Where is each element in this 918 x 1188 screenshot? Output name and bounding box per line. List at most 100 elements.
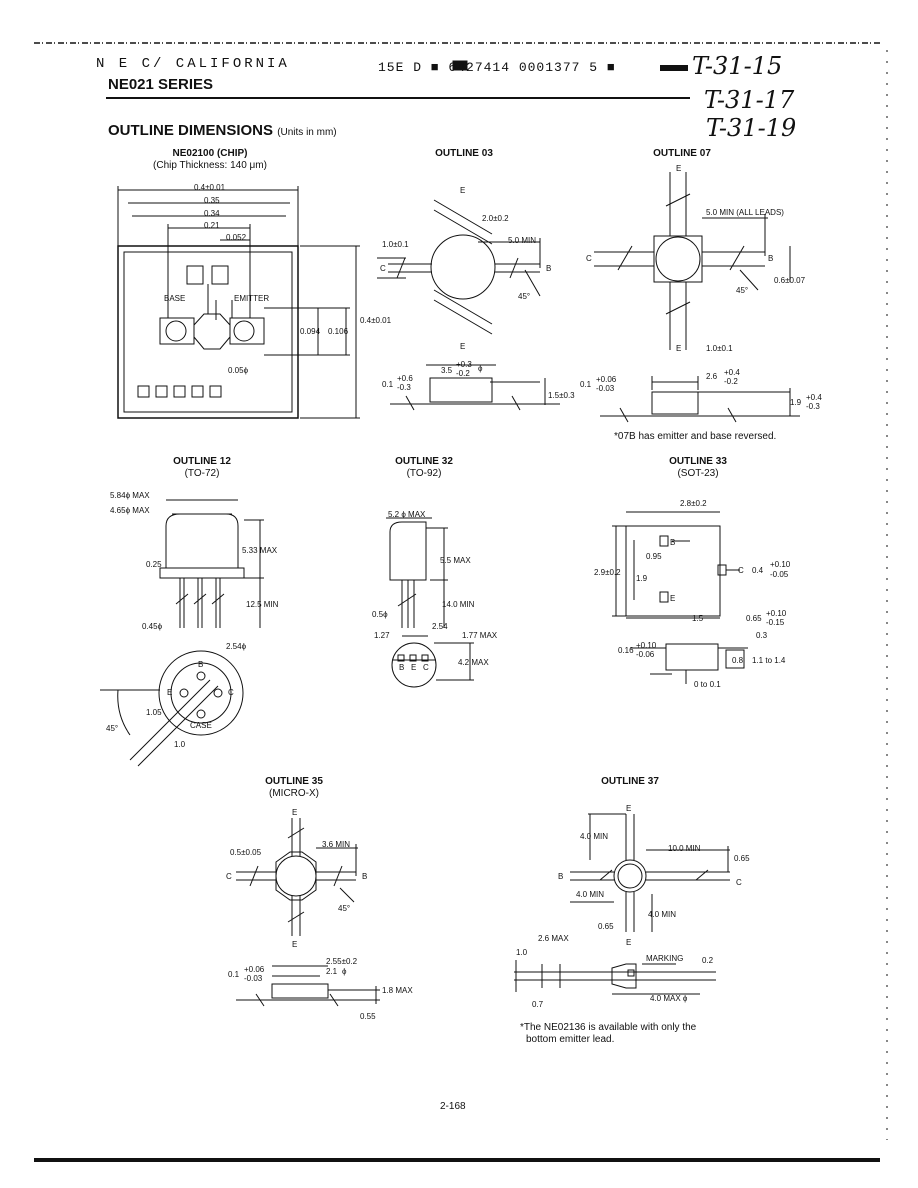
outline-12-dim: 0.45ϕ — [142, 622, 163, 631]
chip-dim: 0.094 — [300, 327, 321, 336]
outline-35-dim: 0.1 — [228, 970, 240, 979]
outline-35-lead-e: E — [292, 808, 298, 817]
outline-07-dim: +0.4 — [724, 368, 740, 377]
outline-35-dim: 2.55±0.2 — [326, 957, 358, 966]
outline-32-lead-b: B — [399, 663, 405, 672]
outline-03-dim: 45° — [518, 292, 531, 301]
outline-12-dim: 2.54ϕ — [226, 642, 247, 651]
outline-07-lead-c: C — [586, 254, 592, 263]
outline-07-dim: -0.3 — [806, 402, 820, 411]
outline-03-dim: 0.1 — [382, 380, 394, 389]
outline-07-title: OUTLINE 07 — [653, 148, 711, 159]
outline-37-lead-e: E — [626, 804, 632, 813]
outline-12-dim: 0.25 — [146, 560, 162, 569]
outline-12-dim: 4.65ϕ MAX — [110, 506, 150, 515]
outline-32-drawing — [386, 517, 474, 688]
outline-33-dim: 2.8±0.2 — [680, 499, 707, 508]
outline-37-dim: 4.0 MIN — [648, 910, 677, 919]
outline-37-title: OUTLINE 37 — [601, 776, 659, 787]
outline-03-dim: -0.3 — [397, 383, 411, 392]
outline-07-dim: 0.6±0.07 — [774, 276, 806, 285]
outline-33-lead-c: C — [738, 566, 744, 575]
outline-07-lead-b: B — [768, 254, 774, 263]
outline-07-lead-e: E — [676, 344, 682, 353]
outline-12-label-case: CASE — [190, 721, 212, 730]
outline-12-dim: 5.33 MAX — [242, 546, 278, 555]
handwritten-note-2: T-31-17 — [704, 86, 795, 114]
outline-07-dim: 1.0±0.1 — [706, 344, 733, 353]
outline-03-dim: ϕ — [478, 364, 483, 373]
outline-03-drawing — [377, 199, 560, 411]
outline-07-dim: 2.6 — [706, 372, 718, 381]
outline-37-lead-c: C — [736, 878, 742, 887]
outline-33-dim: -0.05 — [770, 570, 789, 579]
outline-37-dim: 4.0 MIN — [580, 832, 609, 841]
outline-03-dim: -0.2 — [456, 369, 470, 378]
outline-37-drawing — [514, 813, 730, 995]
outline-33-dim: -0.06 — [636, 650, 655, 659]
outline-33-dim: 1.9 — [636, 574, 648, 583]
chip-subtitle: (Chip Thickness: 140 μm) — [153, 160, 267, 171]
outline-33-dim: +0.10 — [636, 641, 657, 650]
outline-33-lead-e: E — [670, 594, 676, 603]
outline-32-lead-c: C — [423, 663, 429, 672]
outline-07-drawing — [594, 172, 800, 423]
chip-dim: 0.21 — [204, 221, 220, 230]
outline-32-dim: 0.5ϕ — [372, 610, 388, 619]
outline-33-dim: 0 to 0.1 — [694, 680, 721, 689]
section-title: OUTLINE DIMENSIONS (Units in mm) — [108, 122, 337, 139]
outline-12-dim: 1.05 — [146, 708, 162, 717]
outline-37-dim: 4.0 MIN — [576, 890, 605, 899]
outline-32-title: OUTLINE 32 — [395, 456, 453, 467]
outline-35-dim: 0.55 — [360, 1012, 376, 1021]
outline-33-dim: +0.10 — [766, 609, 787, 618]
outline-12-dim: 45° — [106, 724, 119, 733]
outline-35-lead-e: E — [292, 940, 298, 949]
outline-07-dim: 1.9 — [790, 398, 802, 407]
outline-32-dim: 1.77 MAX — [462, 631, 498, 640]
outline-35-lead-c: C — [226, 872, 232, 881]
chip-dim: 0.052 — [226, 233, 247, 242]
outline-33-subtitle: (SOT-23) — [677, 468, 719, 479]
outline-33-dim: 0.95 — [646, 552, 662, 561]
outline-33-dim: 0.4 — [752, 566, 764, 575]
outline-33-dim: -0.15 — [766, 618, 785, 627]
outline-37-note-line2: bottom emitter lead. — [526, 1034, 615, 1045]
outline-37-dim: 0.65 — [734, 854, 750, 863]
outline-37-label-marking: MARKING — [646, 954, 684, 963]
outline-33-title: OUTLINE 33 — [669, 456, 727, 467]
outline-03-dim: +0.6 — [397, 374, 413, 383]
outline-35-dim: 1.8 MAX — [382, 986, 413, 995]
chip-dim: 0.4±0.01 — [194, 183, 226, 192]
outline-03-lead-e: E — [460, 342, 466, 351]
outline-33-dim: 1.1 to 1.4 — [752, 656, 786, 665]
outline-37-dim: 0.65 — [598, 922, 614, 931]
handwritten-note-1: T-31-15 — [692, 52, 783, 80]
outline-33-dim: 0.65 — [746, 614, 762, 623]
outline-32-dim: 5.5 MAX — [440, 556, 471, 565]
outline-32-lead-e: E — [411, 663, 417, 672]
outline-35-title: OUTLINE 35 — [265, 776, 323, 787]
outline-07-dim: -0.03 — [596, 384, 615, 393]
header-catalog-code: 15E D ■ 6427414 0001377 5 ■ — [378, 60, 616, 75]
outline-07-dim: +0.4 — [806, 393, 822, 402]
outline-33-drawing — [612, 511, 748, 684]
outline-12-title: OUTLINE 12 — [173, 456, 231, 467]
page-number: 2-168 — [440, 1101, 466, 1112]
outline-37-dim: 0.7 — [532, 1000, 544, 1009]
outline-03-dim: 3.5 — [441, 366, 453, 375]
chip-dim: 0.4±0.01 — [360, 316, 392, 325]
outline-33-dim: 1.5 — [692, 614, 704, 623]
outline-35-lead-b: B — [362, 872, 368, 881]
outline-35-dim: +0.06 — [244, 965, 265, 974]
outline-03-lead-c: C — [380, 264, 386, 273]
chip-drawing — [117, 186, 360, 419]
outline-12-lead-b: B — [198, 660, 204, 669]
chip-dim: 0.05ϕ — [228, 366, 249, 375]
units-note: (Units in mm) — [277, 127, 337, 138]
outline-07-dim: +0.06 — [596, 375, 617, 384]
outline-12-dim: 12.5 MIN — [246, 600, 279, 609]
chip-label-base: BASE — [164, 294, 186, 303]
outline-32-dim: 1.27 — [374, 631, 390, 640]
